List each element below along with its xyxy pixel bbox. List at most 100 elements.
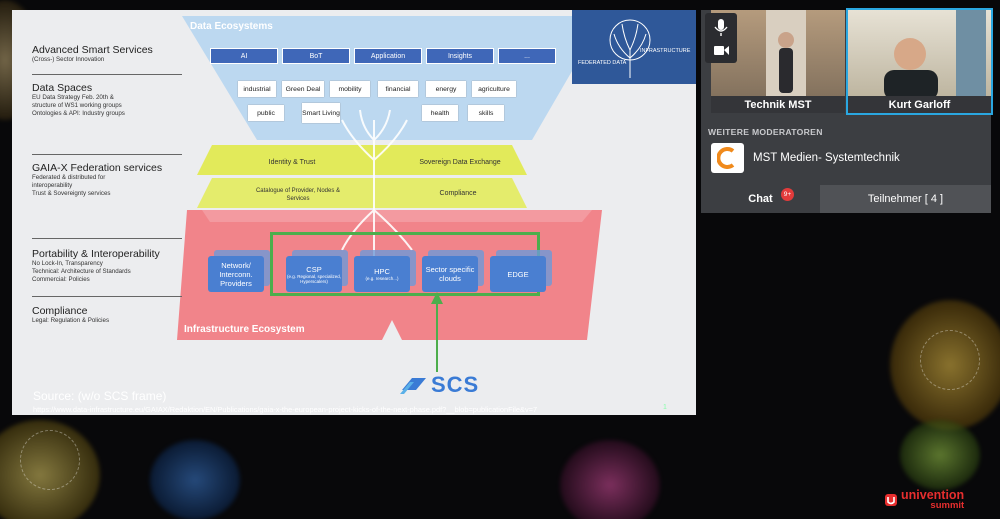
sector-chip: skills	[468, 105, 504, 121]
left-section-compliance: Compliance Legal: Regulation & Policies	[32, 305, 182, 325]
video-name-label: Kurt Garloff	[848, 96, 991, 113]
left-section-line: Legal: Regulation & Policies	[32, 317, 110, 324]
moderators-header: WEITERE MODERATOREN	[708, 127, 823, 137]
infra-box: CSP(e.g. Regional, specialized, Hypersca…	[286, 256, 342, 292]
infra-sub: (e.g. research...)	[365, 276, 399, 281]
divider	[32, 296, 182, 297]
sector-chip: public	[248, 105, 284, 121]
left-section-portability: Portability & Interoperability No Lock-I…	[32, 248, 182, 284]
data-ecosystems-title: Data Ecosystems	[190, 21, 273, 32]
sector-chip: industrial	[238, 81, 276, 97]
chip-application: Application	[354, 48, 422, 64]
infra-box: Sector specific clouds	[422, 256, 478, 292]
page-number: 1	[663, 404, 667, 411]
tab-participants[interactable]: Teilnehmer [ 4 ]	[820, 185, 991, 213]
media-controls	[705, 13, 737, 63]
chip-ai: AI	[210, 48, 278, 64]
left-section-data-spaces: Data Spaces EU Data Strategy Feb. 20th &…	[32, 82, 182, 118]
band-catalogue: Catalogue of Provider, Nodes & Services	[255, 188, 341, 202]
left-section-line: Ontologies & API: Industry groups	[32, 110, 125, 117]
infra-sub: (e.g. Regional, specialized, Hyperscaler…	[286, 273, 342, 284]
person-silhouette-icon	[884, 10, 986, 100]
left-section-title: Portability & Interoperability	[32, 248, 160, 260]
bokeh-light	[560, 440, 660, 519]
left-section-line: Trust & Sovereignty services	[32, 190, 111, 197]
source-title: Source: (w/o SCS frame)	[33, 389, 167, 403]
left-section-title: Compliance	[32, 305, 88, 317]
sector-chip: mobility	[330, 81, 370, 97]
brand-bottom: summit	[930, 500, 965, 511]
presentation-slide: Advanced Smart Services (Cross-) Sector …	[12, 10, 696, 415]
moderator-name: MST Medien- Systemtechnik	[753, 152, 900, 164]
infra-box: EDGE	[490, 256, 546, 292]
moderator-item[interactable]: MST Medien- Systemtechnik	[711, 143, 900, 173]
univention-u-icon	[885, 494, 897, 506]
chip-bot: BoT	[282, 48, 350, 64]
bokeh-light	[150, 440, 240, 519]
infra-title: CSP	[306, 264, 322, 274]
left-section-advanced: Advanced Smart Services (Cross-) Sector …	[32, 44, 182, 64]
infrastructure-ecosystem-title: Infrastructure Ecosystem	[184, 324, 305, 335]
left-section-title: GAIA-X Federation services	[32, 162, 163, 174]
conference-side-panel: Technik MST Kurt Garloff	[701, 8, 993, 213]
infra-stack-sector: Sector specific clouds	[422, 250, 484, 292]
left-section-line: (Cross-) Sector Innovation	[32, 56, 105, 63]
chat-unread-badge: 9+	[781, 188, 794, 201]
slide-left-column: Advanced Smart Services (Cross-) Sector …	[12, 10, 188, 370]
chip-more: ...	[498, 48, 556, 64]
infra-title: HPC	[374, 267, 390, 276]
sector-chip: financial	[378, 81, 418, 97]
video-tile-kurt-garloff[interactable]: Kurt Garloff	[846, 8, 993, 115]
left-section-federation: GAIA-X Federation services Federated & d…	[32, 162, 182, 198]
left-section-title: Advanced Smart Services	[32, 44, 153, 56]
left-section-line: structure of WS1 working groups	[32, 102, 122, 109]
mst-logo-shape	[716, 147, 734, 169]
infra-box: HPC(e.g. research...)	[354, 256, 410, 292]
chip-insights: Insights	[426, 48, 494, 64]
tab-chat[interactable]: Chat	[701, 185, 820, 213]
band-compliance: Compliance	[439, 190, 477, 197]
infra-title: Sector specific clouds	[425, 265, 475, 283]
infra-stack-hpc: HPC(e.g. research...)	[354, 250, 416, 292]
left-section-line: interoperability	[32, 182, 73, 189]
sector-chip: agriculture	[472, 81, 516, 97]
divider	[32, 238, 182, 239]
mst-logo-icon	[711, 143, 744, 173]
sector-chip: Green Deal	[282, 81, 324, 97]
infra-box: Network/ Interconn. Providers	[208, 256, 264, 292]
slide-background-shapes	[177, 16, 604, 340]
sector-chip: Smart Living	[302, 103, 340, 123]
dandelion-decoration	[20, 430, 80, 490]
microphone-icon[interactable]	[705, 13, 737, 63]
scs-label: SCS	[431, 372, 480, 397]
person-silhouette-icon	[766, 10, 806, 100]
infra-title: Network/ Interconn. Providers	[219, 260, 253, 288]
left-section-line: No Lock-In, Transparency	[32, 260, 103, 267]
univention-summit-logo: univention summit	[884, 489, 964, 511]
scs-arrow	[431, 292, 443, 372]
divider	[32, 74, 182, 75]
left-section-line: Commercial: Policies	[32, 276, 90, 283]
federated-data-infrastructure-logo: FEDERATED DATA INFRASTRUCTURE	[572, 10, 696, 84]
scs-logo: SCS	[398, 372, 479, 398]
left-section-line: Federated & distributed for	[32, 174, 106, 181]
logo-text-b: INFRASTRUCTURE	[640, 48, 691, 54]
band-identity-trust: Identity & Trust	[268, 159, 316, 166]
bokeh-light	[900, 420, 980, 490]
infra-stack-csp: CSP(e.g. Regional, specialized, Hypersca…	[286, 250, 348, 292]
left-section-line: EU Data Strategy Feb. 20th &	[32, 94, 114, 101]
scs-icon	[400, 378, 426, 394]
infra-stack-network: Network/ Interconn. Providers	[208, 250, 270, 292]
left-section-line: Technical: Architecture of Standards	[32, 268, 131, 275]
sector-chip: health	[422, 105, 458, 121]
video-name-label: Technik MST	[711, 96, 845, 113]
logo-text-a: FEDERATED DATA	[578, 60, 627, 66]
infra-title: EDGE	[507, 269, 529, 279]
band-sovereign-exchange: Sovereign Data Exchange	[419, 159, 501, 166]
source-url: https://www.data-infrastructure.eu/GAIAX…	[33, 405, 538, 414]
left-section-title: Data Spaces	[32, 82, 93, 94]
sector-chip: energy	[426, 81, 466, 97]
camera-icon[interactable]	[705, 41, 737, 61]
dandelion-decoration	[920, 330, 980, 390]
